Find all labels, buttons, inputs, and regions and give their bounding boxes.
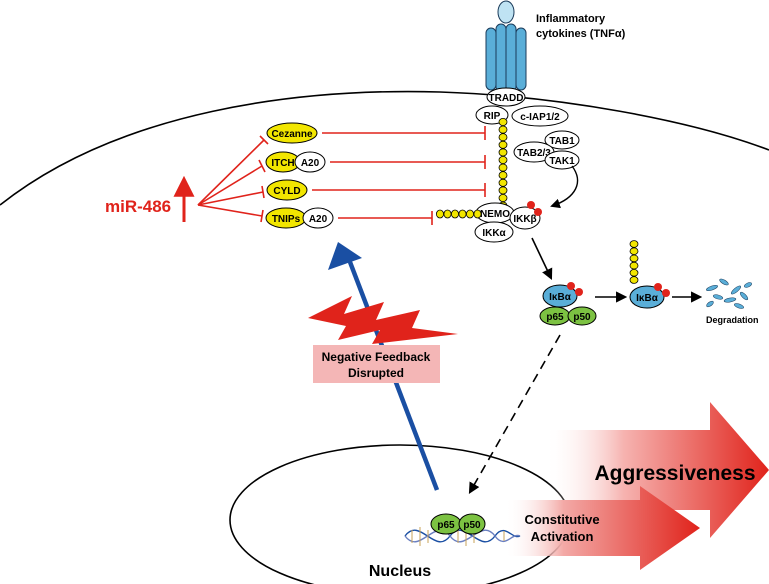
a20-node-1: A20 — [301, 158, 320, 169]
ikk-to-ikba-arrow — [531, 237, 553, 281]
feedback-label-box — [313, 345, 440, 383]
regulator-inhibition-lines — [312, 126, 486, 225]
nemo-node: NEMO — [480, 209, 510, 220]
tab23-node: TAB2/3 — [517, 148, 551, 159]
ubiquitin-chain-ikba — [629, 240, 639, 284]
nuclear-translocation-arrow — [468, 334, 561, 494]
ubiquitin-bead — [498, 140, 508, 149]
ubiquitin-bead — [629, 276, 639, 284]
tak1-node: TAK1 — [549, 156, 575, 167]
ubiquitin-bead — [498, 178, 508, 187]
receptor-label-2: cytokines (TNFα) — [536, 28, 626, 40]
ubiquitin-bead — [498, 155, 508, 164]
phospho-icon — [527, 201, 535, 209]
p65-node: p65 — [546, 312, 564, 323]
ubiquitin-bead — [450, 209, 459, 219]
tnips-node: TNIPs — [272, 214, 301, 225]
ubiquitin-bead — [629, 268, 639, 277]
ubiquitin-bead — [629, 254, 639, 263]
ikkb-node: IKKβ — [513, 214, 536, 225]
p50-node: p50 — [573, 312, 591, 323]
constitutive-label-1: Constitutive — [524, 512, 599, 527]
ubiquitin-bead — [629, 261, 639, 270]
ubiquitin-bead — [629, 247, 639, 256]
tab1-node: TAB1 — [549, 136, 575, 147]
mir-486-label: miR-486 — [105, 197, 171, 216]
aggressiveness-label: Aggressiveness — [594, 462, 755, 485]
itch-node: ITCH — [271, 158, 294, 169]
feedback-label-2: Disrupted — [348, 366, 404, 380]
ubiquitin-bead — [498, 171, 508, 180]
ubiquitin-chain-vertical — [498, 118, 508, 210]
ubiquitin-chain-horizontal — [435, 209, 482, 219]
ubiquitin-bead — [498, 118, 508, 127]
ubiquitin-bead — [458, 209, 467, 219]
receptor-label-1: Inflammatory — [536, 13, 606, 25]
ubiquitin-bead — [465, 209, 474, 219]
feedback-arrow-head — [328, 242, 362, 270]
a20-node-2: A20 — [309, 214, 328, 225]
nuclear-p50-node: p50 — [463, 520, 481, 531]
degradation-fragments-icon — [706, 278, 752, 309]
disruption-lightning-icon — [308, 296, 458, 344]
nucleus-label: Nucleus — [369, 563, 431, 580]
cyld-node: CYLD — [273, 186, 300, 197]
ubiquitin-bead — [443, 209, 452, 219]
tradd-node: TRADD — [489, 93, 524, 104]
ikka-node: IKKα — [482, 228, 506, 239]
ubiquitin-bead — [629, 240, 639, 248]
constitutive-arrow — [505, 486, 700, 570]
nuclear-p65-node: p65 — [437, 520, 455, 531]
tnf-receptor-icon — [485, 0, 527, 93]
rip-node: RIP — [484, 111, 501, 122]
constitutive-label-2: Activation — [531, 529, 594, 544]
ubiquitin-bead — [498, 133, 508, 142]
ciap-node: c-IAP1/2 — [520, 112, 560, 123]
ikba-node-2: IκBα — [636, 293, 659, 304]
degradation-label: Degradation — [706, 315, 759, 325]
ubiquitin-bead — [498, 186, 508, 195]
mir-inhibition-lines — [197, 135, 269, 223]
ubiquitin-bead — [435, 209, 444, 219]
feedback-label-1: Negative Feedback — [322, 350, 431, 364]
ubiquitin-bead — [498, 163, 508, 172]
ubiquitin-bead — [498, 193, 508, 202]
cezanne-node: Cezanne — [271, 129, 313, 140]
cell-membrane — [0, 90, 769, 206]
ubiquitin-bead — [498, 148, 508, 157]
phospho-icon — [534, 208, 542, 216]
tak1-to-ikk-arrow — [550, 165, 579, 209]
ikba-node-1: IκBα — [549, 292, 572, 303]
ubiquitin-bead — [473, 209, 482, 219]
ubiquitin-bead — [498, 125, 508, 134]
